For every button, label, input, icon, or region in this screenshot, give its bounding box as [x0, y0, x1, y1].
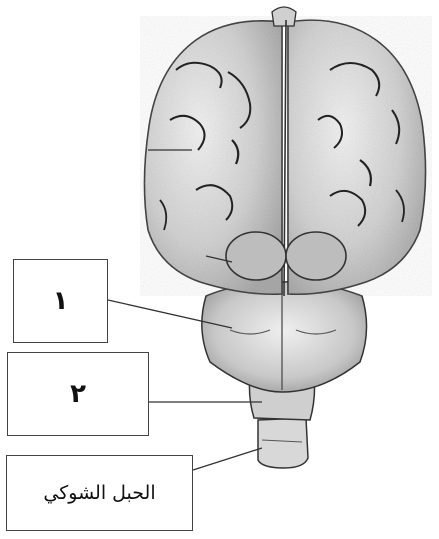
brainstem-bulges — [226, 232, 346, 280]
spinal-cord — [258, 418, 308, 468]
label-number-2: ٢ — [70, 379, 86, 409]
label-box-spinal-cord: الحبل الشوكي — [6, 455, 193, 531]
label-box-2: ٢ — [7, 352, 149, 436]
label-box-1: ١ — [13, 259, 108, 343]
cerebellum — [202, 282, 367, 392]
frontal-tip — [272, 7, 296, 26]
label-number-1: ١ — [53, 286, 69, 316]
label-spinal-cord-text: الحبل الشوكي — [43, 482, 155, 504]
